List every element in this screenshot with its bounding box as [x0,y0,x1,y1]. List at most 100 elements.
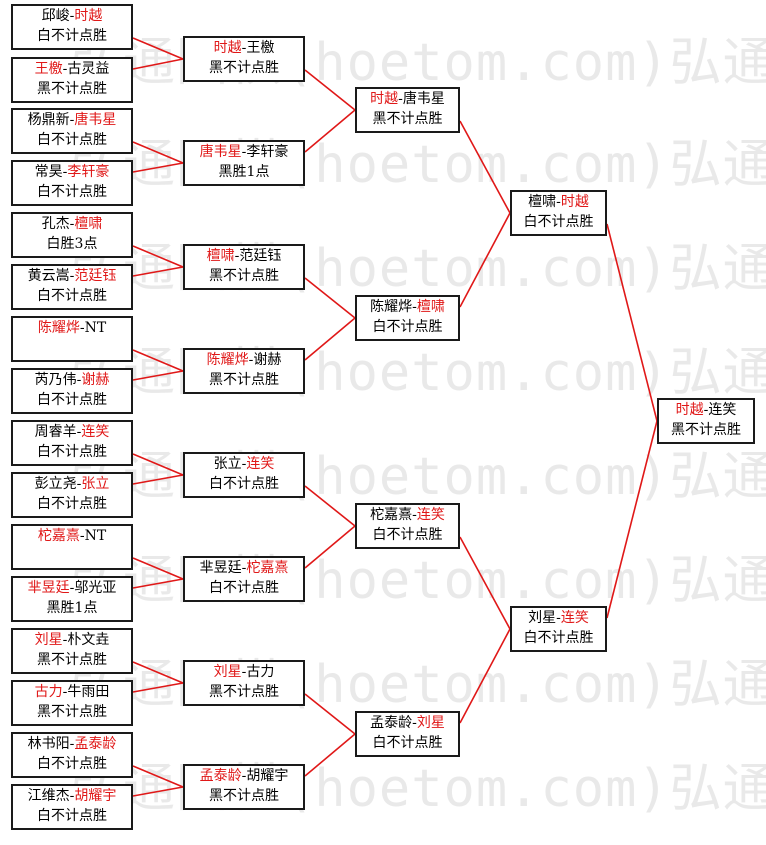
match-result: 黑胜1点 [218,164,270,180]
vs-separator: - [69,268,75,284]
player-black-name: 黄云嵩 [27,268,70,284]
player-black-name: 刘星 [34,632,63,648]
vs-separator: - [76,476,82,492]
match-result: 白不计点胜 [372,319,443,335]
bracket-connector [304,485,356,527]
match-players: 刘星-连笑 [512,608,605,628]
bracket-connector [304,733,356,777]
player-white-name: 连笑 [560,610,589,626]
player-white-name: 谢赫 [253,352,282,368]
match-players: 檀啸-范廷钰 [185,246,303,266]
vs-separator: - [556,194,561,210]
player-white-name: 柁嘉熹 [246,560,289,576]
player-white-name: 邬光亚 [74,580,117,596]
match-players: 常昊-李轩豪 [13,162,131,182]
player-black-name: 柁嘉熹 [37,528,80,544]
vs-separator: - [76,424,82,440]
player-white-name: 连笑 [246,456,275,472]
bracket-connector [304,109,356,153]
match-box-round2-5: 张立-连笑白不计点胜 [183,452,305,498]
player-white-name: NT [84,320,107,336]
match-result: 白不计点胜 [37,756,107,772]
bracket-connector [459,120,511,214]
player-black-name: 柁嘉熹 [370,507,413,523]
bracket-connector [304,277,356,319]
match-result: 黑不计点胜 [209,788,279,804]
match-box-round4-1: 檀啸-时越白不计点胜 [510,190,607,236]
vs-separator: - [241,560,247,576]
vs-separator: - [76,372,82,388]
player-black-name: 常昊 [34,164,63,180]
player-black-name: 周睿羊 [34,424,77,440]
match-result: 黑不计点胜 [37,704,107,720]
player-black-name: 王檄 [34,61,63,77]
bracket-connector [304,69,356,111]
match-players: 时越-唐韦星 [357,89,458,109]
player-white-name: 李轩豪 [246,144,289,160]
match-players: 孟泰龄-刘星 [357,713,458,733]
player-white-name: 胡耀宇 [74,788,117,804]
match-box-round1-6: 黄云嵩-范廷钰白不计点胜 [11,264,133,310]
vs-separator: - [79,528,85,544]
player-black-name: 孟泰龄 [199,768,242,784]
match-result: 白不计点胜 [372,527,443,543]
vs-separator: - [69,736,75,752]
match-players: 江维杰-胡耀宇 [13,786,131,806]
vs-separator: - [69,112,75,128]
match-players: 时越-王檄 [185,38,303,58]
match-box-round2-3: 檀啸-范廷钰黑不计点胜 [183,244,305,290]
player-white-name: 牛雨田 [67,684,110,700]
match-result: 白不计点胜 [37,28,107,44]
player-black-name: 时越 [675,402,704,418]
match-result: 白不计点胜 [37,288,107,304]
player-white-name: NT [84,528,107,544]
match-result: 白不计点胜 [209,580,279,596]
match-players: 张立-连笑 [185,454,303,474]
match-players: 周睿羊-连笑 [13,422,131,442]
match-result: 白不计点胜 [37,392,107,408]
match-players: 时越-连笑 [659,400,753,420]
vs-separator: - [69,580,75,596]
bracket-connector [132,266,184,277]
player-white-name: 孟泰龄 [74,736,117,752]
player-white-name: 范廷钰 [74,268,117,284]
bracket-connector [132,162,184,173]
bracket-connector [132,370,184,381]
bracket-connector [132,245,184,268]
vs-separator: - [398,91,403,107]
player-black-name: 芈昱廷 [27,580,70,596]
match-players: 芮乃伟-谢赫 [13,370,131,390]
match-result: 白不计点胜 [37,184,107,200]
match-result: 黑不计点胜 [209,372,279,388]
vs-separator: - [241,144,247,160]
match-box-round1-3: 杨鼎新-唐韦星白不计点胜 [11,108,133,154]
match-box-round1-5: 孔杰-檀啸白胜3点 [11,212,133,258]
player-white-name: 刘星 [416,715,445,731]
match-players: 柁嘉熹-NT [13,526,131,546]
match-box-round1-11: 柁嘉熹-NT [11,524,133,570]
player-black-name: 杨鼎新 [27,112,70,128]
vs-separator: - [412,299,417,315]
match-result: 黑不计点胜 [209,60,279,76]
vs-separator: - [241,456,247,472]
match-result: 白不计点胜 [37,496,107,512]
bracket-connector [132,765,184,788]
player-white-name: 连笑 [708,402,737,418]
match-players: 杨鼎新-唐韦星 [13,110,131,130]
match-box-round1-7: 陈耀烨-NT [11,316,133,362]
match-result: 白不计点胜 [523,214,594,230]
player-white-name: 檀啸 [74,216,103,232]
match-players: 王檄-古灵益 [13,59,131,79]
bracket-connector [304,525,356,569]
match-result: 白不计点胜 [209,476,279,492]
vs-separator: - [241,664,247,680]
match-result: 白不计点胜 [37,132,107,148]
match-box-round2-2: 唐韦星-李轩豪黑胜1点 [183,140,305,186]
bracket-connector [132,786,184,797]
match-box-round1-4: 常昊-李轩豪白不计点胜 [11,160,133,206]
player-black-name: 江维杰 [27,788,70,804]
match-players: 刘星-朴文垚 [13,630,131,650]
bracket-connector [606,223,658,422]
player-white-name: 李轩豪 [67,164,110,180]
